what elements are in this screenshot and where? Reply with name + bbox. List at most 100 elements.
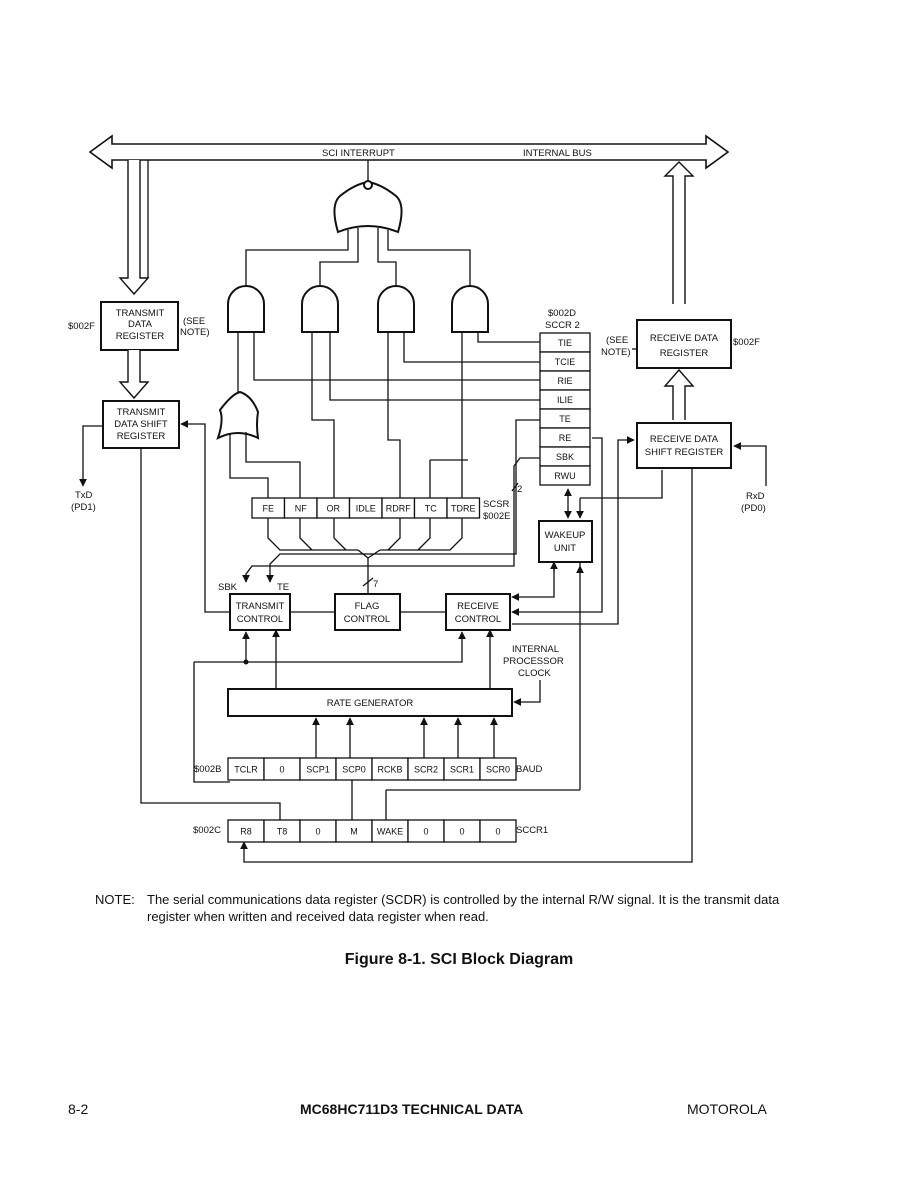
brand-name: MOTOROLA (687, 1101, 767, 1117)
sccr1-cell (479, 819, 517, 843)
rx-data-reg-label-1: RECEIVE DATA (650, 333, 719, 344)
tx-data-reg-address: $002F (68, 321, 95, 332)
baud-bit-label: SCR2 (414, 765, 438, 775)
scsr-bit-label: TDRE (451, 504, 476, 514)
receive-data-register (636, 319, 732, 369)
clock-label-2: PROCESSOR (503, 656, 564, 667)
and-gate-4 (451, 285, 489, 333)
tx-data-reg-label-2: DATA (128, 319, 153, 330)
sccr1-address: $002C (193, 825, 221, 836)
rxd-label: RxD (746, 491, 765, 502)
rx-shift-reg-label-1: RECEIVE DATA (650, 434, 719, 445)
and-gate-2 (301, 285, 339, 333)
flag-control-label-1: FLAG (355, 601, 380, 612)
scsr-address: $002E (483, 511, 510, 522)
transmit-control-label-2: CONTROL (237, 614, 283, 625)
baud-bit-label: SCR0 (486, 765, 510, 775)
clock-label-1: INTERNAL (512, 644, 559, 655)
receive-control-label-1: RECEIVE (457, 601, 499, 612)
wakeup-unit (538, 520, 593, 563)
sccr2-bit-label: ILIE (557, 395, 573, 405)
rx-see-note-2: NOTE) (601, 347, 631, 358)
rx-shift-reg-label-2: SHIFT REGISTER (645, 447, 724, 458)
scsr-bit-label: NF (295, 504, 307, 514)
sccr1-name: SCCR1 (516, 825, 548, 836)
te-input-label: TE (277, 582, 289, 593)
scsr-bit-label: IDLE (356, 504, 376, 514)
sccr2-bit-label: SBK (556, 452, 574, 462)
tx-shift-reg-label-3: REGISTER (117, 431, 166, 442)
rate-generator-label: RATE GENERATOR (327, 698, 414, 709)
interrupt-or-gate (333, 180, 403, 234)
tx-register-to-shift-arrow (118, 350, 150, 400)
baud-bit-label: SCP1 (306, 765, 330, 775)
internal-bus-arrow (88, 134, 730, 170)
flag-control-label-2: CONTROL (344, 614, 390, 625)
transmit-data-register (100, 301, 179, 351)
scsr-bit-label: OR (327, 504, 341, 514)
sccr1-bit-label: M (350, 827, 358, 837)
sccr1-bit-label: 0 (423, 827, 428, 837)
tx-data-reg-label-1: TRANSMIT (116, 308, 165, 319)
tx-see-note-1: (SEE (183, 316, 205, 327)
tx-shift-reg-label-2: DATA SHIFT (114, 419, 168, 430)
tx-data-reg-label-3: REGISTER (116, 331, 165, 342)
or-gate-small (216, 390, 260, 440)
flag-bus-width: 7 (373, 579, 378, 590)
and-gate-3 (377, 285, 415, 333)
sccr2-bit-label: RWU (554, 471, 575, 481)
sccr1-bit-label: 0 (495, 827, 500, 837)
baud-address: $002B (194, 764, 221, 775)
sccr2-bit-label: TE (559, 414, 571, 424)
scsr-bit-label: TC (425, 504, 437, 514)
sccr1-bit-label: 0 (459, 827, 464, 837)
rx-shift-to-register-arrow (663, 368, 695, 420)
sbk-input-label: SBK (218, 582, 238, 593)
scsr-name: SCSR (483, 499, 510, 510)
figure-caption: Figure 8-1. SCI Block Diagram (344, 951, 574, 968)
baud-bit-label: SCP0 (342, 765, 366, 775)
sccr1-bit-label: WAKE (377, 827, 403, 837)
scsr-cell (446, 497, 481, 519)
baud-register: TCLR 0 SCP1 SCP0 RCKB SCR2 SCR1 SCR0 (227, 757, 517, 781)
clock-label-3: CLOCK (518, 668, 551, 679)
tx-shift-reg-label-1: TRANSMIT (117, 407, 166, 418)
wakeup-label-2: UNIT (554, 543, 576, 554)
note-text: The serial communications data register … (147, 892, 780, 924)
baud-bit-label: SCR1 (450, 765, 474, 775)
document-title: MC68HC711D3 TECHNICAL DATA (300, 1101, 524, 1117)
txd-label: TxD (75, 490, 93, 501)
scsr-bit-label: RDRF (386, 504, 411, 514)
wakeup-label-1: WAKEUP (545, 530, 586, 541)
baud-bit-label: TCLR (234, 765, 258, 775)
receive-control-label-2: CONTROL (455, 614, 501, 625)
rx-see-note-1: (SEE (606, 335, 628, 346)
sccr1-bit-label: 0 (315, 827, 320, 837)
baud-bit-label: 0 (279, 765, 284, 775)
scsr-bit-label: FE (262, 504, 274, 514)
baud-name: BAUD (516, 764, 543, 775)
baud-bit-label: RCKB (377, 765, 402, 775)
rate-generator (227, 688, 513, 717)
sbk-bus-width: 2 (517, 484, 522, 495)
scsr-register: FE NF OR IDLE RDRF TC TDRE (251, 497, 481, 519)
sccr2-address: $002D (548, 308, 576, 319)
bus-to-tx-register-arrow (118, 160, 150, 296)
sci-interrupt-label: SCI INTERRUPT (322, 148, 395, 159)
and-gate-1 (227, 285, 265, 333)
rx-data-reg-address: $002F (733, 337, 760, 348)
sccr2-cell (539, 465, 591, 486)
sccr2-bit-label: RE (559, 433, 572, 443)
sccr1-bit-label: T8 (277, 827, 288, 837)
internal-bus-label: INTERNAL BUS (523, 148, 592, 159)
note-label: NOTE: (95, 892, 135, 907)
receive-data-shift-register (636, 422, 732, 469)
rx-register-to-bus-arrow (663, 161, 695, 304)
sccr2-bit-label: RIE (557, 376, 572, 386)
sccr2-bit-label: TCIE (555, 357, 576, 367)
or-gate-inversion-bubble (363, 180, 373, 190)
page-number: 8-2 (68, 1101, 89, 1117)
